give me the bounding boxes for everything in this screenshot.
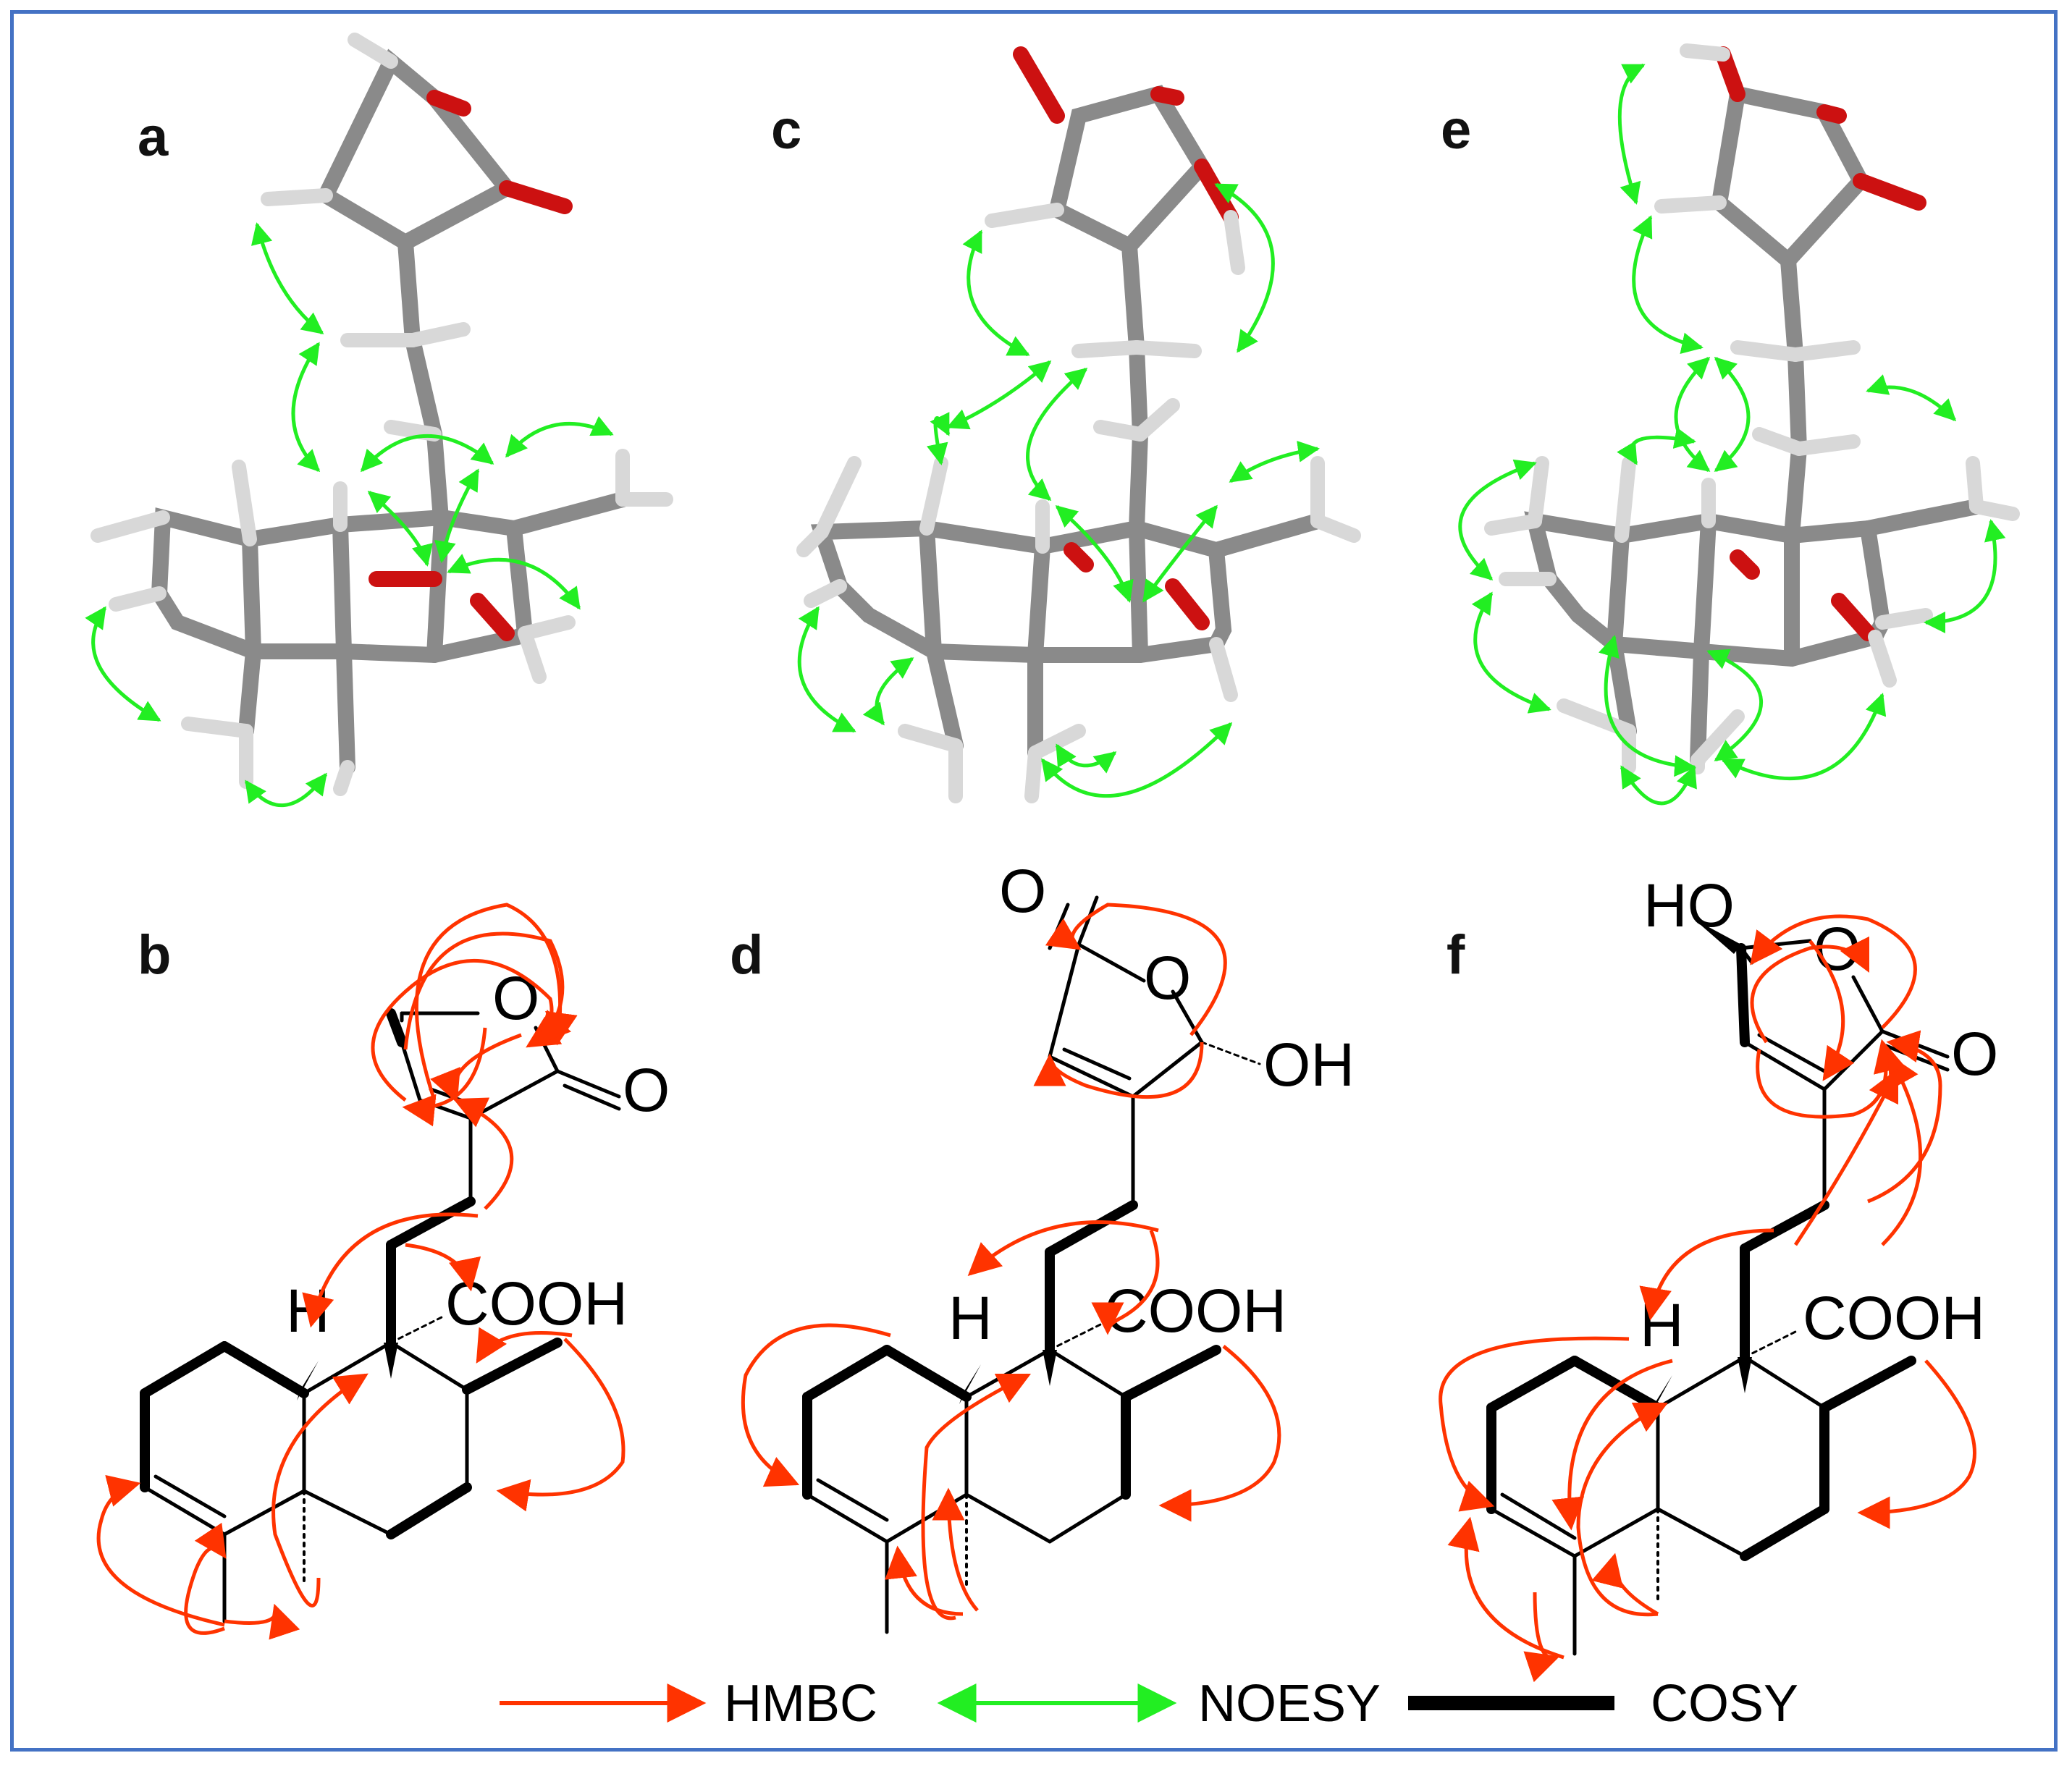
legend: HMBC NOESY COSY bbox=[500, 1675, 1798, 1733]
d-ring-oxygen: O bbox=[1144, 944, 1191, 1012]
panel-label-a: a bbox=[138, 106, 169, 168]
d-oh-label: OH bbox=[1263, 1031, 1355, 1099]
d-h-label: H bbox=[948, 1284, 993, 1352]
hmbc-correlations bbox=[96, 903, 1976, 1683]
f-cooh-label: COOH bbox=[1803, 1284, 1985, 1352]
legend-noesy: NOESY bbox=[937, 1675, 1381, 1733]
figure-frame bbox=[10, 10, 2058, 1752]
noesy-correlations bbox=[85, 63, 2006, 808]
f-carbonyl-oxygen: O bbox=[1951, 1020, 1998, 1088]
d-carbonyl-oxygen: O bbox=[999, 857, 1046, 925]
b-cooh-label: COOH bbox=[445, 1269, 628, 1338]
model-c bbox=[796, 46, 1361, 803]
panel-label-b: b bbox=[138, 924, 171, 986]
b-carbonyl-oxygen: O bbox=[623, 1056, 670, 1124]
legend-cosy: COSY bbox=[1408, 1675, 1798, 1733]
f-h-label: H bbox=[1640, 1291, 1684, 1359]
panel-label-d: d bbox=[730, 924, 763, 986]
legend-cosy-label: COSY bbox=[1651, 1675, 1798, 1733]
panel-label-c: c bbox=[771, 99, 801, 161]
panel-label-e: e bbox=[1441, 99, 1471, 161]
model-a bbox=[90, 33, 673, 796]
legend-hmbc-label: HMBC bbox=[724, 1675, 877, 1733]
legend-hmbc: HMBC bbox=[500, 1675, 877, 1733]
legend-noesy-label: NOESY bbox=[1198, 1675, 1381, 1733]
structure-f bbox=[1486, 919, 1950, 1656]
panel-label-f: f bbox=[1446, 924, 1465, 986]
structure-d bbox=[802, 895, 1261, 1634]
f-ho-label: HO bbox=[1643, 871, 1735, 939]
model-e bbox=[1484, 43, 2020, 774]
